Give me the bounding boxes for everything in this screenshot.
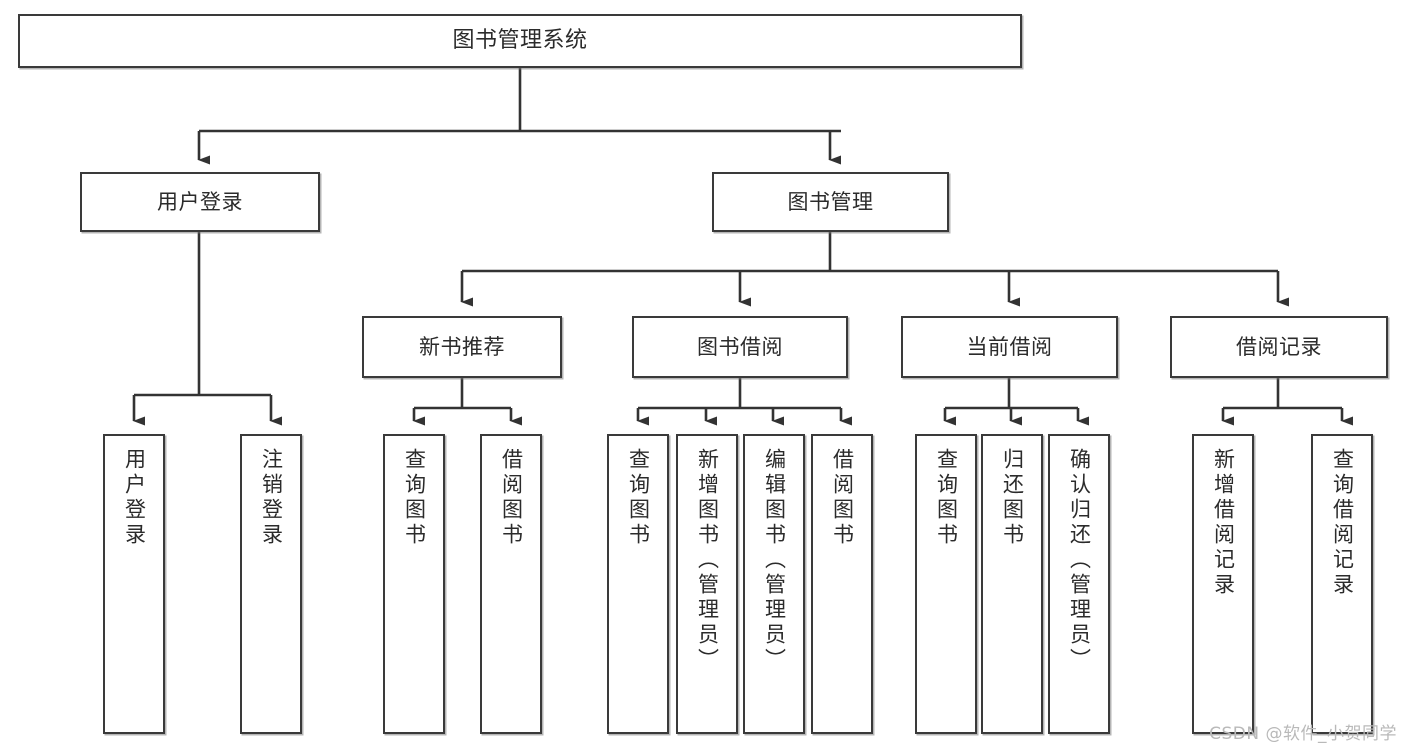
node-user-login[interactable]: 用户登录 <box>80 172 320 232</box>
leaf-user-login-signin[interactable]: 用户登录 <box>103 434 165 734</box>
watermark: CSDN @软件_小贺同学 <box>1209 724 1397 744</box>
node-label: 新增图书（管理员） <box>695 448 720 673</box>
node-label: 借阅图书 <box>499 448 524 548</box>
leaf-borrow-record-add[interactable]: 新增借阅记录 <box>1192 434 1254 734</box>
leaf-new-book-borrow[interactable]: 借阅图书 <box>480 434 542 734</box>
leaf-current-borrow-query[interactable]: 查询图书 <box>915 434 977 734</box>
leaf-book-borrow-add[interactable]: 新增图书（管理员） <box>676 434 738 734</box>
leaf-new-book-query[interactable]: 查询图书 <box>383 434 445 734</box>
leaf-book-borrow-edit[interactable]: 编辑图书（管理员） <box>743 434 805 734</box>
node-label: 确认归还（管理员） <box>1067 448 1092 673</box>
node-label: 新增借阅记录 <box>1211 448 1236 598</box>
node-label: 查询借阅记录 <box>1330 448 1355 598</box>
node-new-book-recommend[interactable]: 新书推荐 <box>362 316 562 378</box>
leaf-current-borrow-confirm-return[interactable]: 确认归还（管理员） <box>1048 434 1110 734</box>
node-label: 新书推荐 <box>419 334 505 359</box>
node-book-borrow[interactable]: 图书借阅 <box>632 316 848 378</box>
node-label: 查询图书 <box>934 448 959 548</box>
node-label: 图书管理系统 <box>452 28 588 54</box>
node-label: 借阅图书 <box>830 448 855 548</box>
node-label: 用户登录 <box>122 448 147 548</box>
node-current-borrow[interactable]: 当前借阅 <box>901 316 1118 378</box>
node-label: 借阅记录 <box>1236 334 1322 359</box>
node-label: 图书管理 <box>787 189 874 214</box>
node-label: 查询图书 <box>402 448 427 548</box>
node-label: 当前借阅 <box>966 334 1053 359</box>
node-label: 注销登录 <box>259 448 284 548</box>
leaf-current-borrow-return[interactable]: 归还图书 <box>981 434 1043 734</box>
leaf-book-borrow-query[interactable]: 查询图书 <box>607 434 669 734</box>
node-borrow-record[interactable]: 借阅记录 <box>1170 316 1388 378</box>
node-label: 用户登录 <box>157 189 243 214</box>
node-root-system[interactable]: 图书管理系统 <box>18 14 1022 68</box>
node-label: 查询图书 <box>626 448 651 548</box>
node-label: 图书借阅 <box>697 334 783 359</box>
leaf-user-login-signout[interactable]: 注销登录 <box>240 434 302 734</box>
leaf-borrow-record-query[interactable]: 查询借阅记录 <box>1311 434 1373 734</box>
node-label: 归还图书 <box>1000 448 1025 548</box>
node-book-management[interactable]: 图书管理 <box>712 172 949 232</box>
node-label: 编辑图书（管理员） <box>762 448 787 673</box>
leaf-book-borrow-lend[interactable]: 借阅图书 <box>811 434 873 734</box>
